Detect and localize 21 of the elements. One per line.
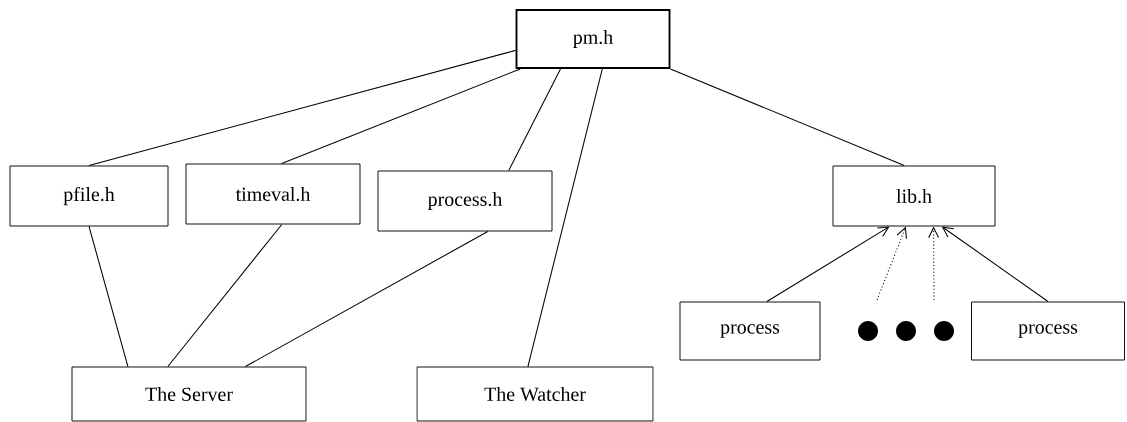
connector-line	[508, 68, 561, 172]
connector-line	[527, 68, 603, 368]
connector-line	[88, 49, 517, 167]
connector-line	[244, 230, 489, 368]
file-box: pfile.h	[9, 165, 169, 227]
file-box: lib.h	[832, 165, 996, 227]
file-box: The Watcher	[416, 366, 654, 422]
connector-line	[669, 68, 905, 167]
file-box: process.h	[377, 170, 553, 232]
connector-line	[167, 223, 283, 368]
file-box: pm.h	[515, 9, 671, 69]
file-box: process	[971, 301, 1125, 361]
arrow	[766, 226, 890, 303]
arrow	[876, 226, 907, 301]
arrow	[941, 226, 1049, 303]
connector-line	[88, 225, 129, 368]
file-box: The Server	[71, 366, 307, 422]
connector-line	[281, 68, 521, 165]
arrow	[928, 226, 940, 301]
file-box: timeval.h	[185, 163, 361, 225]
file-box: process	[679, 301, 821, 361]
